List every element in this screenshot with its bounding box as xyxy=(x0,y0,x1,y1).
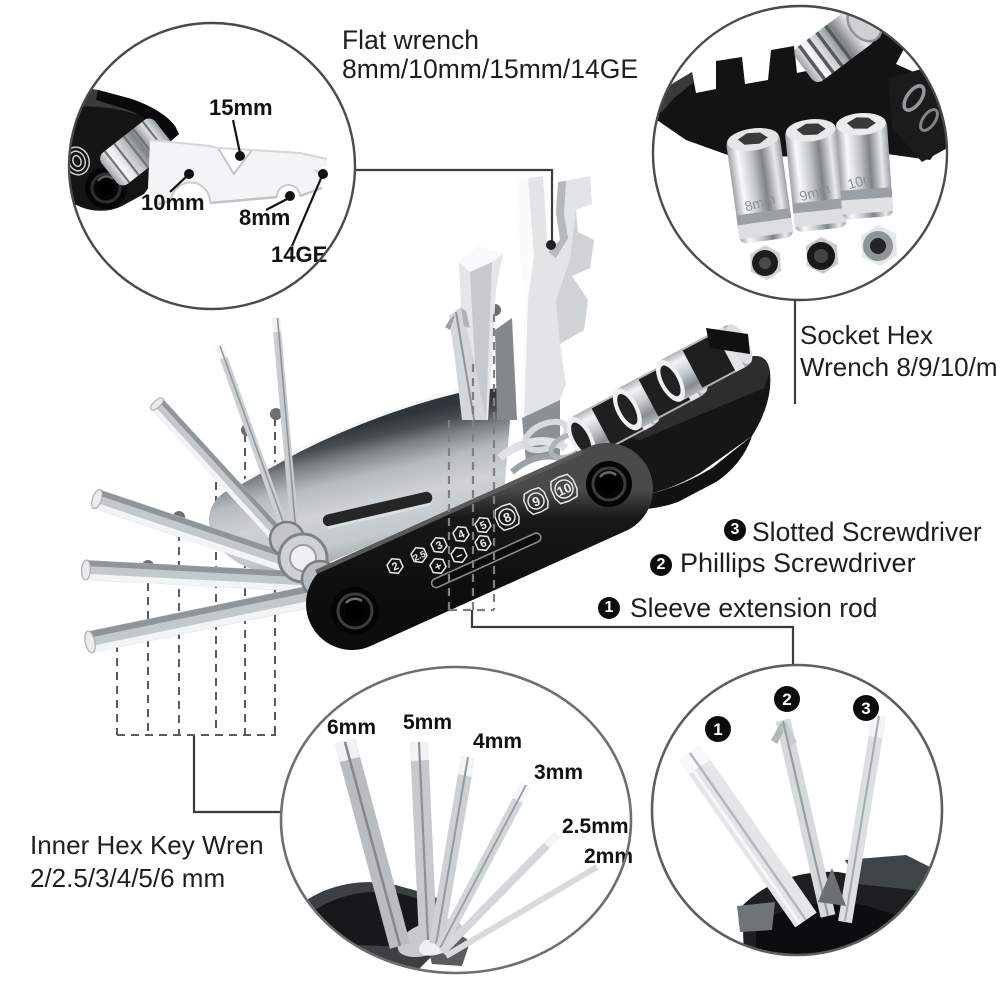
svg-text:6mm: 6mm xyxy=(327,716,376,739)
svg-text:2: 2 xyxy=(782,690,791,709)
svg-text:6: 6 xyxy=(478,537,488,550)
svg-text:5: 5 xyxy=(478,519,488,532)
svg-text:10m: 10m xyxy=(846,169,877,192)
svg-text:10mm: 10mm xyxy=(141,190,205,215)
svg-text:2mm: 2mm xyxy=(584,845,633,868)
svg-text:5mm: 5mm xyxy=(403,711,452,734)
svg-text:2.5mm: 2.5mm xyxy=(562,815,629,838)
svg-text:3: 3 xyxy=(434,539,444,552)
svg-text:3mm: 3mm xyxy=(534,761,583,784)
svg-text:2.5: 2.5 xyxy=(412,549,428,563)
svg-text:1: 1 xyxy=(713,720,722,739)
svg-text:2: 2 xyxy=(390,560,400,573)
svg-text:8mm: 8mm xyxy=(239,205,290,230)
svg-text:15mm: 15mm xyxy=(209,95,273,120)
svg-text:3: 3 xyxy=(861,699,870,718)
svg-text:4: 4 xyxy=(456,528,467,542)
svg-text:4mm: 4mm xyxy=(473,730,522,753)
svg-text:10: 10 xyxy=(555,480,574,500)
svg-text:14GE: 14GE xyxy=(271,242,327,267)
